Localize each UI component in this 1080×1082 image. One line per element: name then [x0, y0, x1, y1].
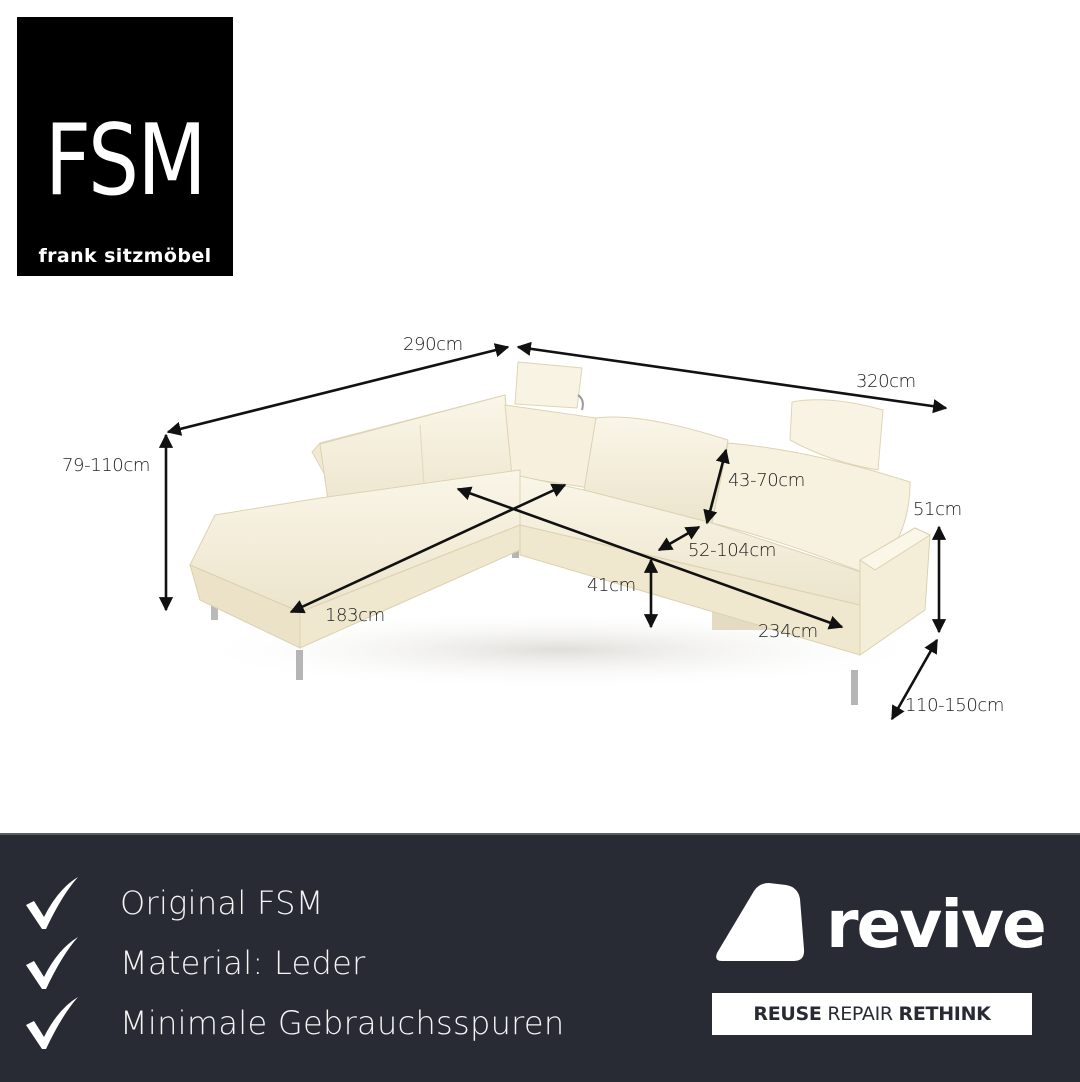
tagline-rethink: RETHINK	[898, 1003, 991, 1025]
dimension-arrows	[158, 341, 948, 721]
dimension-label-seat-depth: 52-104cm	[688, 540, 776, 561]
feature-item: Original FSM	[22, 873, 564, 933]
dimension-label-seat-height: 41cm	[587, 575, 636, 596]
check-icon	[26, 937, 78, 989]
dimension-label-right-depth: 110-150cm	[905, 695, 1005, 716]
feature-item: Material: Leder	[22, 933, 564, 993]
check-icon	[26, 997, 78, 1049]
dimension-label-320: 320cm	[856, 371, 916, 392]
sofa-dimension-diagram: 290cm 320cm 79-110cm 43-70cm 51cm 52-104…	[0, 300, 1080, 820]
dimension-label-290: 290cm	[403, 334, 463, 355]
arrow-320cm	[516, 341, 948, 414]
dimension-label-right-length: 234cm	[758, 621, 818, 642]
fsm-logo-subtitle: frank sitzmöbel	[38, 245, 212, 267]
revive-tagline: REUSE REPAIR RETHINK	[712, 993, 1032, 1035]
dimension-label-chaise: 183cm	[325, 605, 385, 626]
feature-label: Minimale Gebrauchsspuren	[120, 1004, 565, 1042]
feature-item: Minimale Gebrauchsspuren	[22, 993, 564, 1053]
footer-banner: Original FSM Material: Leder Minimale Ge…	[0, 833, 1080, 1082]
arrow-290cm	[166, 343, 510, 436]
sofa-illustration	[158, 341, 948, 721]
feature-label: Original FSM	[120, 884, 324, 922]
feature-list: Original FSM Material: Leder Minimale Ge…	[22, 873, 564, 1053]
arrow-43-70cm	[703, 448, 730, 525]
fsm-logo-mark: FSM	[44, 104, 207, 218]
headrest-left	[514, 361, 583, 409]
arrow-52-104cm	[657, 525, 701, 552]
arrow-110-150cm	[890, 638, 939, 721]
check-icon	[26, 877, 78, 929]
fsm-logo: FSM frank sitzmöbel	[17, 17, 233, 276]
arrow-234cm	[456, 486, 844, 630]
revive-logo: revive	[714, 883, 1047, 973]
revive-wordmark: revive	[826, 886, 1047, 963]
tagline-reuse: REUSE	[753, 1003, 822, 1025]
sofa-leg	[296, 650, 303, 680]
dimension-label-backrest: 43-70cm	[728, 470, 805, 491]
dimension-label-height: 79-110cm	[62, 455, 150, 476]
revive-shape-icon	[716, 883, 805, 961]
sofa-leg	[211, 598, 218, 620]
feature-label: Material: Leder	[120, 944, 366, 982]
dimension-label-armrest: 51cm	[913, 499, 962, 520]
sofa-leg	[851, 670, 858, 705]
tagline-repair: REPAIR	[827, 1003, 893, 1025]
